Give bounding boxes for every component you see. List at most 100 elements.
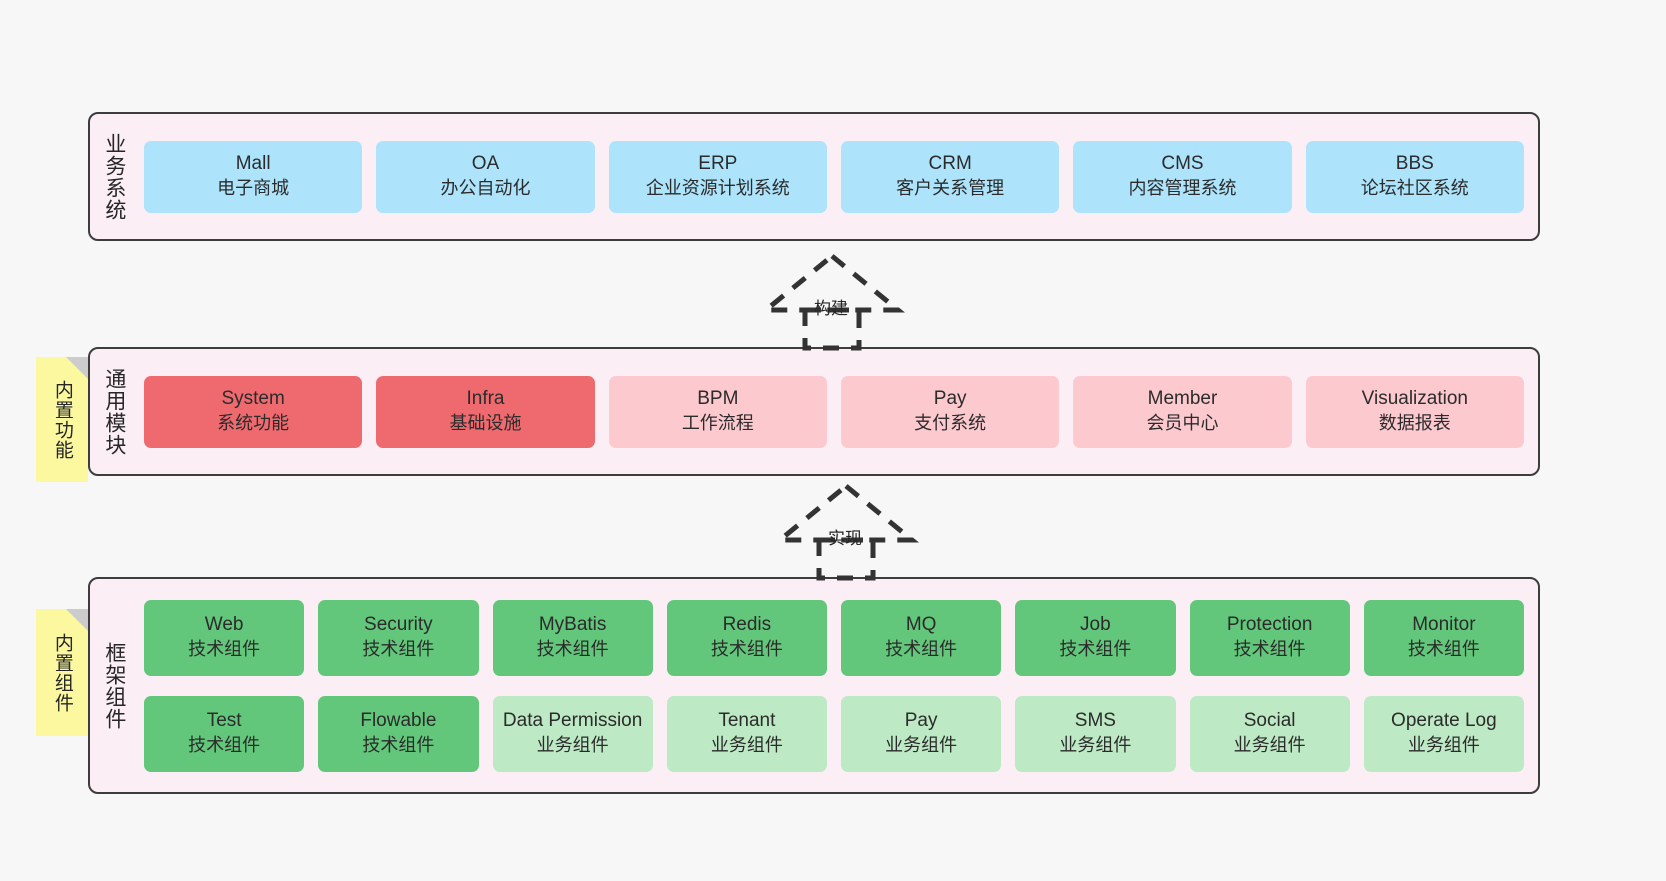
note-label: 内置功能 [51, 379, 73, 460]
module-card-erp[interactable]: ERP 企业资源计划系统 [608, 140, 827, 213]
component-card-job[interactable]: Job 技术组件 [1015, 599, 1176, 676]
component-name-en: Test [206, 710, 242, 732]
module-name-en: OA [471, 153, 500, 175]
module-card-visualization[interactable]: Visualization 数据报表 [1305, 375, 1524, 448]
component-card-redis[interactable]: Redis 技术组件 [666, 599, 827, 676]
layer-common-module: 通用模块 System 系统功能 Infra 基础设施 BPM 工作流程 Pay… [88, 347, 1540, 476]
component-type-cn: 业务组件 [710, 735, 783, 756]
component-name-en: Web [204, 614, 244, 636]
layer-framework-component: 框架组件 Web 技术组件 Security 技术组件 MyBatis 技术组件… [88, 577, 1540, 794]
module-name-cn: 支付系统 [914, 413, 987, 434]
module-card-bpm[interactable]: BPM 工作流程 [608, 375, 827, 448]
component-type-cn: 技术组件 [188, 735, 261, 756]
component-name-en: Redis [722, 614, 772, 636]
module-name-cn: 电子商城 [217, 178, 290, 199]
arrow-build-generalization: 构建 [752, 252, 912, 351]
module-name-en: CMS [1161, 153, 1204, 175]
layer-body-common: System 系统功能 Infra 基础设施 BPM 工作流程 Pay 支付系统… [138, 349, 1538, 474]
note-builtin-components: 内置组件 [36, 609, 88, 736]
component-type-cn: 业务组件 [1233, 735, 1306, 756]
module-card-infra[interactable]: Infra 基础设施 [376, 375, 595, 448]
module-card-system[interactable]: System 系统功能 [144, 375, 363, 448]
component-card-mq[interactable]: MQ 技术组件 [841, 599, 1002, 676]
layer-title-framework: 框架组件 [102, 641, 126, 730]
module-card-member[interactable]: Member 会员中心 [1073, 375, 1292, 448]
component-card-monitor[interactable]: Monitor 技术组件 [1363, 599, 1524, 676]
arrow-shaft [816, 537, 876, 581]
note-label: 内置组件 [51, 632, 73, 713]
layer-title-business: 业务系统 [102, 132, 126, 221]
component-name-en: Security [364, 614, 433, 636]
component-card-sms[interactable]: SMS 业务组件 [1015, 695, 1176, 772]
component-type-cn: 技术组件 [188, 639, 261, 660]
layer-title-common: 通用模块 [102, 367, 126, 456]
component-card-pay[interactable]: Pay 业务组件 [841, 695, 1002, 772]
arrow-label-implement: 实现 [828, 529, 862, 548]
arrow-head-triangle [758, 252, 906, 313]
layer-body-business: Mall 电子商城 OA 办公自动化 ERP 企业资源计划系统 CRM 客户关系… [138, 114, 1538, 239]
module-name-en: Visualization [1361, 388, 1468, 410]
component-type-cn: 业务组件 [1059, 735, 1132, 756]
page-fold-icon [66, 357, 88, 379]
component-card-web[interactable]: Web 技术组件 [144, 599, 305, 676]
layer-common-row-1: System 系统功能 Infra 基础设施 BPM 工作流程 Pay 支付系统… [144, 375, 1524, 448]
module-name-en: ERP [698, 153, 738, 175]
component-type-cn: 技术组件 [536, 639, 609, 660]
component-type-cn: 技术组件 [1233, 639, 1306, 660]
module-name-cn: 企业资源计划系统 [645, 178, 790, 199]
layer-business-system: 业务系统 Mall 电子商城 OA 办公自动化 ERP 企业资源计划系统 CRM… [88, 112, 1540, 241]
module-card-oa[interactable]: OA 办公自动化 [376, 140, 595, 213]
page-fold-icon [66, 609, 88, 631]
module-card-mall[interactable]: Mall 电子商城 [144, 140, 363, 213]
component-card-data-permission[interactable]: Data Permission 业务组件 [492, 695, 653, 772]
module-name-cn: 数据报表 [1378, 413, 1451, 434]
module-name-cn: 论坛社区系统 [1360, 178, 1469, 199]
component-type-cn: 技术组件 [362, 639, 435, 660]
component-name-en: Data Permission [502, 710, 643, 732]
module-name-en: Mall [235, 153, 271, 175]
component-type-cn: 技术组件 [362, 735, 435, 756]
module-card-pay[interactable]: Pay 支付系统 [840, 375, 1060, 448]
arrow-head-triangle [772, 482, 920, 543]
module-name-cn: 客户关系管理 [896, 178, 1005, 199]
component-type-cn: 业务组件 [1407, 735, 1480, 756]
component-card-tenant[interactable]: Tenant 业务组件 [666, 695, 827, 772]
module-name-cn: 工作流程 [681, 413, 754, 434]
module-name-cn: 系统功能 [217, 413, 290, 434]
component-card-mybatis[interactable]: MyBatis 技术组件 [492, 599, 653, 676]
component-card-social[interactable]: Social 业务组件 [1189, 695, 1350, 772]
arrow-label-build: 构建 [814, 299, 848, 318]
component-type-cn: 业务组件 [885, 735, 958, 756]
module-name-en: BPM [697, 388, 739, 410]
component-name-en: MyBatis [538, 614, 607, 636]
component-type-cn: 技术组件 [885, 639, 958, 660]
component-name-en: MQ [905, 614, 937, 636]
arrow-shaft [802, 307, 862, 351]
component-card-protection[interactable]: Protection 技术组件 [1189, 599, 1350, 676]
module-name-en: Infra [466, 388, 505, 410]
component-name-en: Protection [1226, 614, 1313, 636]
component-name-en: Tenant [718, 710, 776, 732]
component-name-en: Flowable [360, 710, 437, 732]
module-name-en: Pay [933, 388, 967, 410]
module-name-en: CRM [928, 153, 972, 175]
module-name-cn: 办公自动化 [440, 178, 531, 199]
component-name-en: Job [1080, 614, 1111, 636]
module-card-bbs[interactable]: BBS 论坛社区系统 [1305, 140, 1524, 213]
component-type-cn: 技术组件 [710, 639, 783, 660]
module-card-cms[interactable]: CMS 内容管理系统 [1073, 140, 1292, 213]
component-name-en: Operate Log [1391, 710, 1497, 732]
component-type-cn: 技术组件 [1407, 639, 1480, 660]
component-card-security[interactable]: Security 技术组件 [318, 599, 479, 676]
component-name-en: Social [1243, 710, 1296, 732]
component-card-operate-log[interactable]: Operate Log 业务组件 [1363, 695, 1524, 772]
component-card-flowable[interactable]: Flowable 技术组件 [318, 695, 479, 772]
layer-body-framework: Web 技术组件 Security 技术组件 MyBatis 技术组件 Redi… [138, 579, 1538, 792]
component-type-cn: 业务组件 [536, 735, 609, 756]
layer-business-row-1: Mall 电子商城 OA 办公自动化 ERP 企业资源计划系统 CRM 客户关系… [144, 140, 1524, 213]
module-name-cn: 会员中心 [1146, 413, 1219, 434]
component-name-en: Monitor [1412, 614, 1476, 636]
component-card-test[interactable]: Test 技术组件 [144, 695, 305, 772]
module-card-crm[interactable]: CRM 客户关系管理 [840, 140, 1060, 213]
